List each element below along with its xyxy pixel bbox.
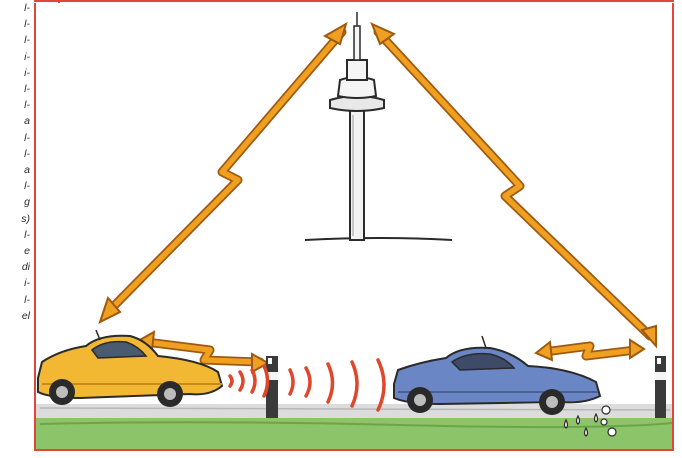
roadside-post-right	[655, 356, 666, 418]
signal-arrow-short-right	[536, 340, 644, 360]
signal-arrow-right	[372, 24, 656, 346]
yellow-car	[38, 330, 222, 407]
signal-arrow-left	[100, 24, 346, 322]
road	[36, 404, 672, 418]
